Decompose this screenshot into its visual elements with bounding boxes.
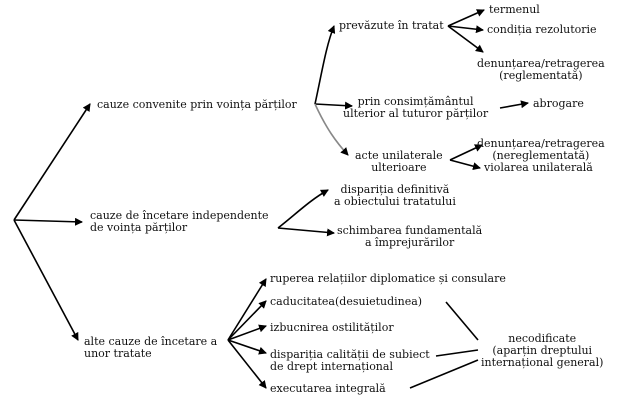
node-ruperea: ruperea relațiilor diplomatice și consul…: [270, 272, 506, 285]
edge-prevazute-denuntarea: [447, 25, 484, 53]
edge-alte-disparitia: [227, 339, 267, 355]
node-convenite: cauze convenite prin voința părților: [97, 98, 297, 111]
node-violarea: violarea unilaterală: [484, 161, 593, 174]
node-independente: cauze de încetare independente de voința…: [90, 209, 269, 234]
edge-alte-executarea: [227, 339, 267, 389]
edge-root-alte: [13, 219, 79, 341]
edge-alte-caducitatea: [227, 300, 267, 341]
node-schimbarea: schimbarea fundamentală a împrejurărilor: [337, 224, 483, 249]
edge-acte-denuntarea: [449, 144, 483, 161]
node-abrogare: abrogare: [533, 97, 584, 110]
edge-independente-disparitia: [277, 189, 329, 229]
edge-prevazute-termenul: [447, 9, 485, 27]
node-necodificate: necodificate (aparțin dreptului internaț…: [481, 332, 604, 369]
edge-convenite-consimtamant: [314, 101, 353, 110]
node-alte: alte cauze de încetare a unor tratate: [84, 335, 218, 360]
edge-independente-schimbarea: [277, 227, 335, 237]
node-izbucnirea: izbucnirea ostilităților: [270, 321, 394, 334]
edge-convenite-acte: [314, 103, 349, 156]
edge-executarea-necodificate: [409, 359, 479, 389]
edge-alte-ruperea: [227, 278, 267, 341]
node-prevazute: prevăzute în tratat: [339, 19, 444, 32]
edge-alte-izbucnirea: [227, 324, 267, 341]
node-denuntarea-nereglementata: denunțarea/retragerea (nereglementată): [477, 137, 605, 162]
edge-root-convenite: [13, 103, 91, 221]
node-denuntarea-reglementata: denunțarea/retragerea (reglementată): [477, 57, 605, 82]
node-termenul: termenul: [489, 3, 540, 16]
node-conditia: condiția rezolutorie: [487, 23, 597, 36]
edge-caducitatea-necodificate: [445, 301, 479, 341]
edge-convenite-prevazute: [314, 25, 336, 105]
edge-prevazute-conditia: [447, 25, 484, 34]
edge-disparitia-necodificate: [435, 349, 479, 357]
node-executarea: executarea integrală: [270, 382, 386, 395]
node-caducitatea: caducitatea(desuietudinea): [270, 295, 423, 308]
edge-consimtamant-abrogare: [499, 100, 529, 109]
node-consimtamant: prin consimțământul ulterior al tuturor …: [343, 95, 489, 120]
node-acte: acte unilaterale ulterioare: [355, 149, 443, 174]
edge-root-independente: [13, 217, 83, 226]
edge-acte-violarea: [449, 159, 481, 171]
node-disparitia-subiect: dispariția calității de subiect de drept…: [270, 348, 430, 373]
node-disparitia-obiect: dispariția definitivă a obiectului trata…: [334, 183, 456, 208]
